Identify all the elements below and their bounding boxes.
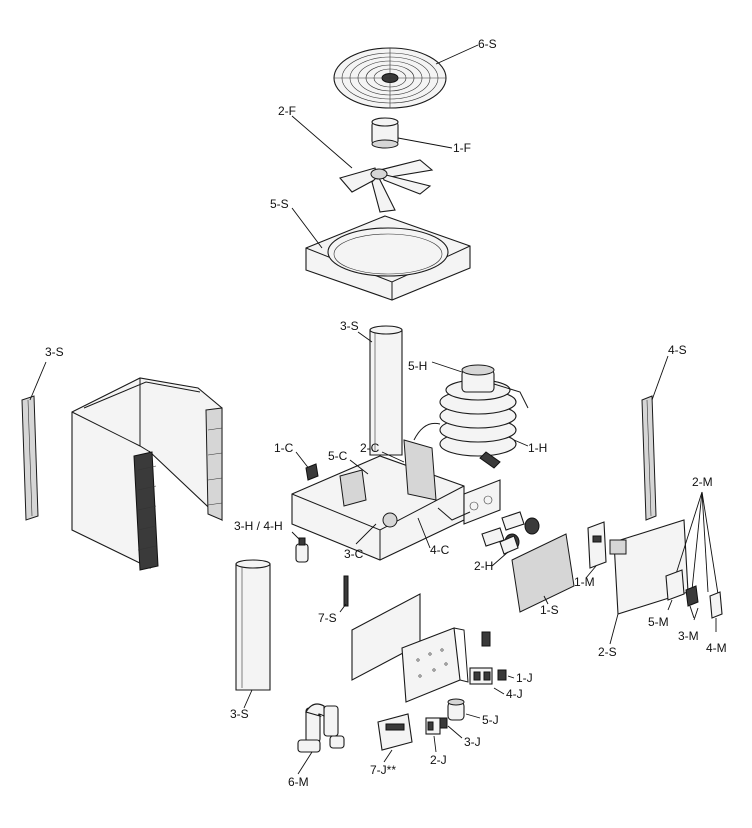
- right-post: [641, 395, 657, 521]
- part-1m: [587, 521, 607, 569]
- access-panel-2s: [609, 519, 689, 615]
- fan-blade: [339, 159, 434, 213]
- part-5j: [447, 698, 465, 721]
- label-part-1c: 1-C: [274, 441, 294, 455]
- label-front-post: 3-S: [230, 707, 249, 721]
- part-1j: [497, 669, 507, 681]
- part-4j: [469, 667, 493, 685]
- part-4m: [709, 591, 723, 619]
- label-part-1m: 1-M: [574, 575, 595, 589]
- label-heat-exchanger-cap: 5-H: [408, 359, 427, 373]
- part-7j: [377, 713, 413, 751]
- label-right-post: 4-S: [668, 343, 687, 357]
- control-box: [401, 627, 491, 703]
- label-part-3h-4h: 3-H / 4-H: [234, 519, 283, 533]
- label-part-2h: 2-H: [474, 559, 493, 573]
- label-part-3m: 3-M: [678, 629, 699, 643]
- coil-cabinet: [71, 377, 223, 571]
- label-part-4c: 4-C: [430, 543, 450, 557]
- front-panel-1s: [511, 533, 575, 613]
- label-part-3c: 3-C: [344, 547, 364, 561]
- label-part-5j: 5-J: [482, 713, 499, 727]
- label-fan-motor: 1-F: [453, 141, 471, 155]
- label-left-post: 3-S: [45, 345, 64, 359]
- label-part-6m: 6-M: [288, 775, 309, 789]
- part-3j: [439, 717, 448, 729]
- base-pan: [291, 422, 501, 561]
- fan-guard: [333, 47, 447, 109]
- label-fan-guard: 6-S: [478, 37, 497, 51]
- part-1c-icon: [305, 463, 319, 481]
- part-3h-4h: [295, 537, 309, 563]
- label-top-panel: 5-S: [270, 197, 289, 211]
- heat-exchanger: [439, 364, 529, 469]
- center-post: [369, 325, 403, 456]
- label-part-2s: 2-S: [598, 645, 617, 659]
- label-part-5m: 5-M: [648, 615, 669, 629]
- label-center-post: 3-S: [340, 319, 359, 333]
- part-2j: [425, 717, 441, 735]
- label-fan-blade: 2-F: [278, 104, 296, 118]
- left-post: [21, 395, 39, 521]
- front-post: [235, 559, 271, 691]
- label-part-1s: 1-S: [540, 603, 559, 617]
- part-7s: [343, 575, 349, 607]
- label-part-5c: 5-C: [328, 449, 348, 463]
- label-part-7j: 7-J**: [370, 763, 396, 777]
- label-part-2c: 2-C: [360, 441, 380, 455]
- part-5m: [665, 569, 685, 601]
- fan-motor: [371, 117, 399, 149]
- part-3m: [685, 585, 699, 619]
- label-part-4j: 4-J: [506, 687, 523, 701]
- label-part-2m: 2-M: [692, 475, 713, 489]
- label-part-1j: 1-J: [516, 671, 533, 685]
- label-part-2j: 2-J: [430, 753, 447, 767]
- label-part-4m: 4-M: [706, 641, 727, 655]
- label-part-3j: 3-J: [464, 735, 481, 749]
- top-panel: [305, 215, 471, 301]
- water-fittings: [481, 511, 540, 555]
- label-heat-exchanger: 1-H: [528, 441, 547, 455]
- part-6m-plumbing: [297, 703, 345, 753]
- label-part-7s: 7-S: [318, 611, 337, 625]
